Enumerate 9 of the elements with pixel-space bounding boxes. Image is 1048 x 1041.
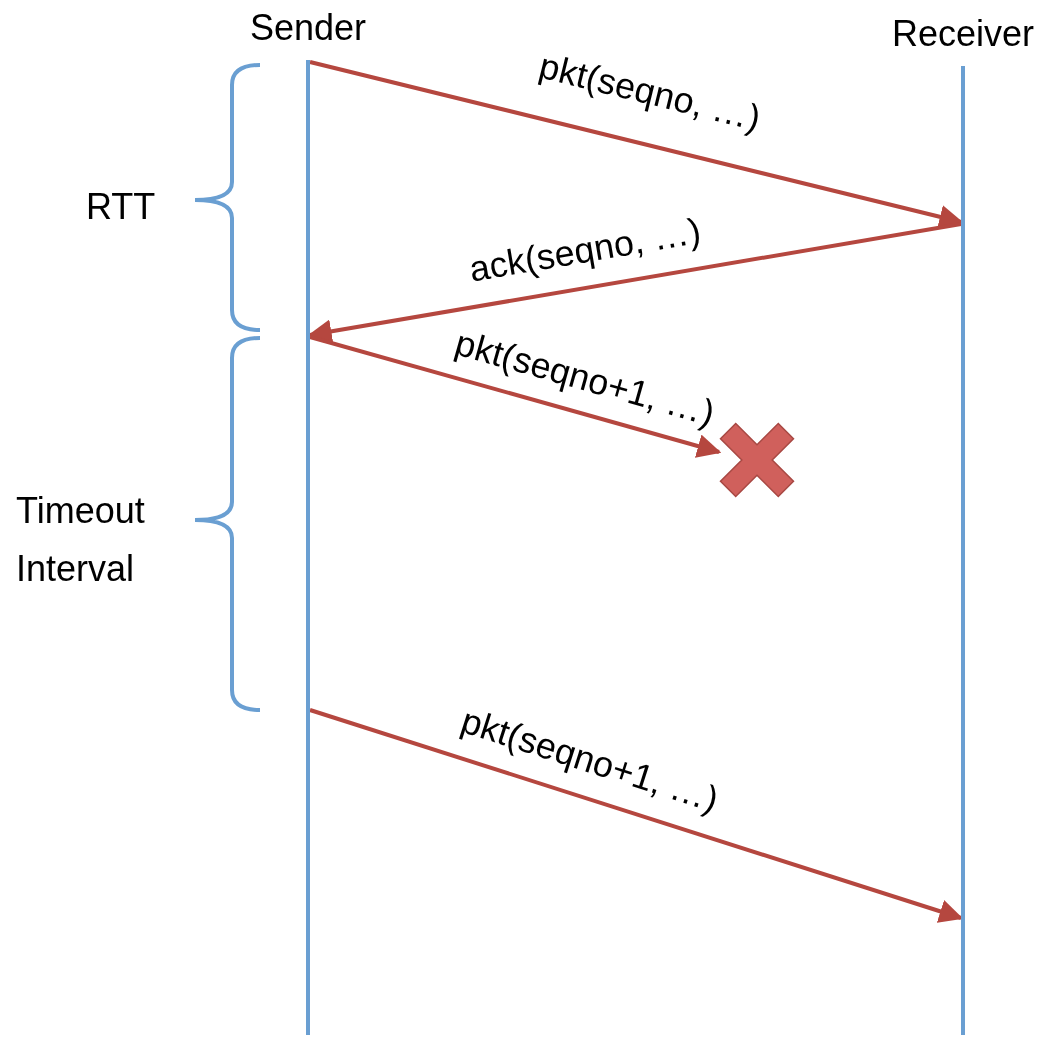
interval-label: Timeout Interval — [16, 489, 146, 591]
interval-label: RTT — [86, 185, 157, 229]
lifeline-label: Receiver — [891, 14, 1035, 54]
message-arrow — [309, 708, 964, 923]
message-arrow — [307, 222, 962, 344]
lifeline-label: Sender — [249, 8, 367, 48]
lost-packet-cross — [719, 422, 795, 498]
message-arrow — [309, 60, 964, 229]
message-arrow — [309, 335, 722, 458]
